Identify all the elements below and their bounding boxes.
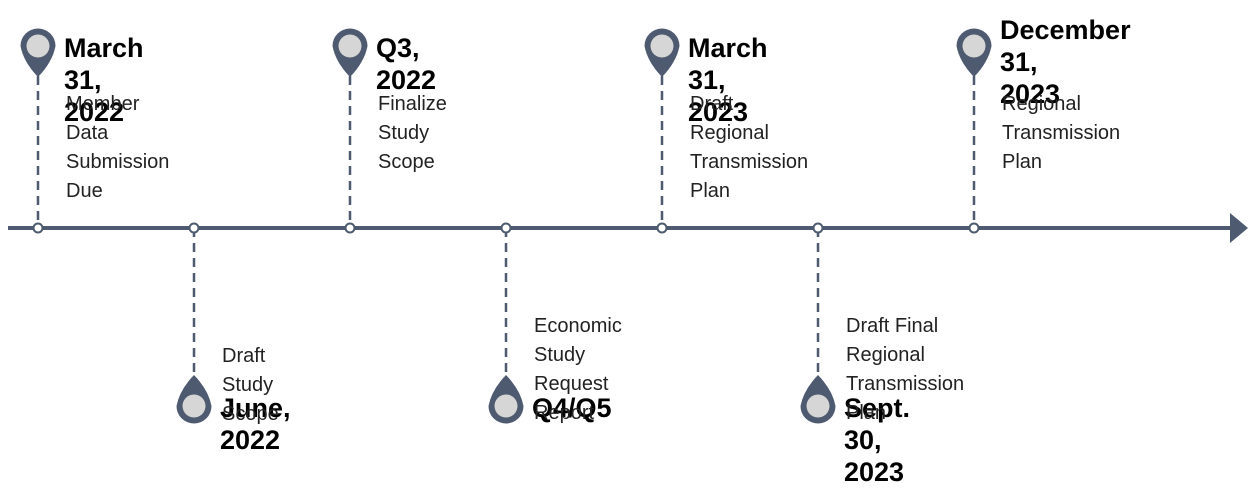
axis-dot bbox=[656, 222, 668, 234]
milestone-date: Q3, 2022 bbox=[376, 33, 437, 95]
axis-dot bbox=[500, 222, 512, 234]
axis-dot bbox=[968, 222, 980, 234]
pin-center-icon bbox=[650, 34, 674, 58]
milestone-date: March 31, 2022 bbox=[64, 33, 144, 127]
milestone-date: March 31, 2023 bbox=[688, 33, 768, 127]
milestone-description: Draft Study Scope bbox=[222, 345, 279, 425]
axis-dot bbox=[32, 222, 44, 234]
pin-center-icon bbox=[806, 394, 830, 418]
pin-center-icon bbox=[338, 34, 362, 58]
milestone-description: Finalize Study Scope bbox=[378, 93, 447, 173]
arrowhead-icon bbox=[1230, 213, 1248, 243]
milestone-description: Economic Study Request Report bbox=[534, 315, 622, 424]
milestone-description: Draft Regional Transmission Plan bbox=[690, 93, 809, 202]
pin-center-icon bbox=[962, 34, 986, 58]
pin-center-icon bbox=[26, 34, 50, 58]
pin-center-icon bbox=[182, 394, 206, 418]
axis-dot bbox=[188, 222, 200, 234]
axis-dot bbox=[812, 222, 824, 234]
milestone-date: December 31, 2023 bbox=[1000, 15, 1131, 109]
pin-center-icon bbox=[494, 394, 518, 418]
timeline-diagram bbox=[8, 28, 1248, 424]
axis-dot bbox=[344, 222, 356, 234]
milestone-date: Q4/Q5 bbox=[532, 393, 612, 423]
milestone-description: Member Data Submission Due bbox=[66, 93, 170, 202]
milestone-description: Draft Final Regional Transmission Plan bbox=[846, 315, 965, 424]
milestone-description: Regional Transmission Plan bbox=[1002, 93, 1121, 173]
